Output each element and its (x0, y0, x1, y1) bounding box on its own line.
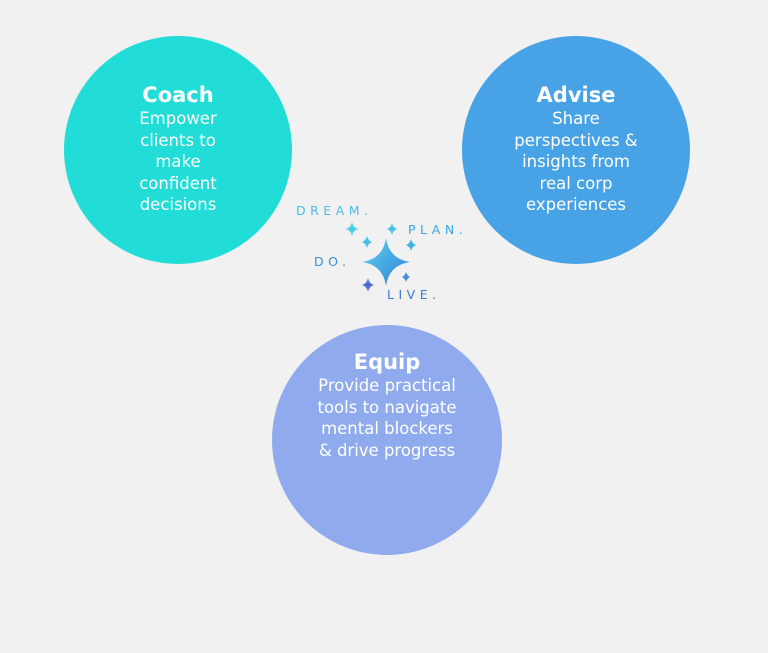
equip-title: Equip (353, 350, 421, 374)
dream-plan-do-live-logo: DREAM. PLAN. DO. LIVE. (290, 198, 490, 308)
advise-circle: Advise Share perspectives & insights fro… (462, 36, 690, 264)
coach-description: Empower clients to make confident decisi… (139, 109, 217, 214)
logo-word-live: LIVE. (387, 287, 441, 302)
equip-circle: Equip Provide practical tools to navigat… (272, 325, 502, 555)
coach-title: Coach (142, 83, 214, 107)
equip-description: Provide practical tools to navigate ment… (317, 376, 457, 460)
logo-word-plan: PLAN. (408, 222, 468, 237)
advise-description: Share perspectives & insights from real … (514, 109, 638, 214)
logo-word-dream: DREAM. (296, 203, 373, 218)
coach-circle: Coach Empower clients to make confident … (64, 36, 292, 264)
sparkle-stars-icon (346, 222, 416, 292)
logo-word-do: DO. (314, 254, 351, 269)
advise-title: Advise (536, 83, 616, 107)
